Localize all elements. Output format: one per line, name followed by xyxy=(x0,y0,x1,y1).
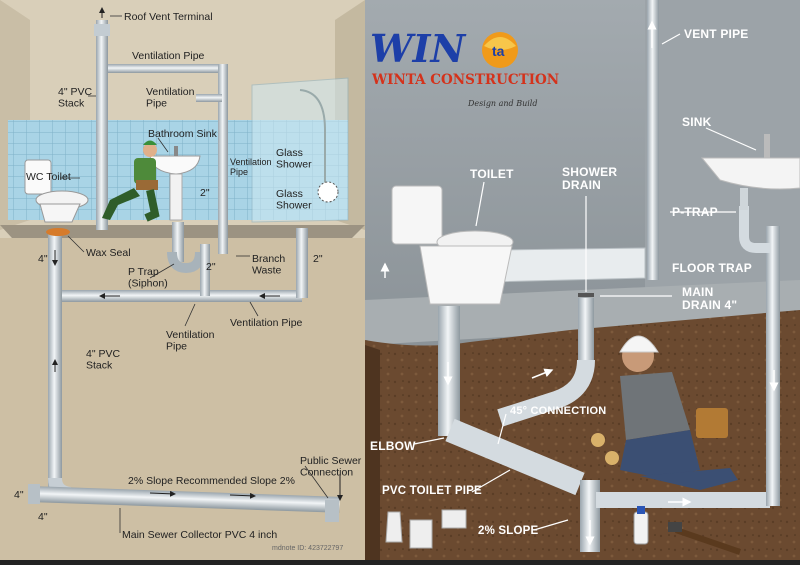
shower-head-pipe xyxy=(299,89,326,190)
tools xyxy=(385,506,741,555)
ventilation-pipe-side xyxy=(218,64,228,254)
label-wc-toilet: WC Toilet xyxy=(26,171,71,183)
label-sink: SINK xyxy=(682,115,712,129)
label-size-4-bottom-a: 4" xyxy=(14,489,24,501)
label-size-2c: 2" xyxy=(313,253,323,265)
label-size-4-bottom-b: 4" xyxy=(38,511,48,523)
logo-word: WIN xyxy=(370,26,466,71)
branch-waste-pipe xyxy=(62,290,302,302)
flow-arrows-right xyxy=(380,20,779,546)
label-45-connection: 45° CONNECTION xyxy=(510,405,606,417)
shower-drain-icon xyxy=(317,181,339,203)
label-pvc-toilet-pipe: PVC TOILET PIPE xyxy=(382,485,482,497)
toilet-figure-right xyxy=(391,185,514,305)
worker-figure xyxy=(591,335,738,490)
shower-drain-grate xyxy=(578,293,594,297)
p-trap-riser xyxy=(200,244,210,296)
sewer-outlet xyxy=(325,500,339,522)
shower-tray xyxy=(489,247,646,283)
label-floor-trap: FLOOR TRAP xyxy=(672,261,752,275)
label-elbow: ELBOW xyxy=(370,439,416,453)
label-toilet: TOILET xyxy=(470,167,514,181)
wc-toilet-figure xyxy=(24,159,89,223)
shower-drain-pipe xyxy=(296,228,308,298)
company-tagline: Design and Build xyxy=(467,99,537,108)
trench-wall-left xyxy=(365,345,380,560)
bathroom-sink-figure xyxy=(149,146,201,221)
label-bathroom-sink: Bathroom Sink xyxy=(148,128,218,140)
label-p-trap: P Trap(Siphon) xyxy=(128,266,168,290)
label-ventilation-pipe-top: Ventilation Pipe xyxy=(132,50,205,62)
vent-pipe-right xyxy=(647,0,659,280)
p-trap-pipe xyxy=(167,251,205,274)
label-wax-seal: Wax Seal xyxy=(86,247,131,259)
label-vent-pipe: VENT PIPE xyxy=(684,27,748,41)
label-slope: 2% Slope Recommended Slope 2% xyxy=(128,475,295,487)
vent-stack-pipe xyxy=(96,20,108,230)
logo-petal-icon xyxy=(484,37,516,50)
label-ventilation-pipe-right: Ventilation Pipe xyxy=(230,317,303,329)
roof-vent-cap xyxy=(94,24,110,36)
leader-lines xyxy=(60,15,329,533)
label-size-4-left: 4" xyxy=(38,253,48,265)
right-panel: WIN ta WINTA CONSTRUCTION Design and Bui… xyxy=(365,0,800,560)
label-roof-vent: Roof Vent Terminal xyxy=(124,11,213,23)
flow-arrows xyxy=(52,7,343,501)
brand-logo: WIN ta WINTA CONSTRUCTION Design and Bui… xyxy=(370,26,559,108)
ventilation-pipe-branch xyxy=(196,94,222,102)
label-size-2b: 2" xyxy=(206,261,216,273)
wax-seal-ring xyxy=(46,228,70,236)
main-sewer-collector xyxy=(29,486,340,513)
watermark-text: mdnote ID: 423722797 xyxy=(272,545,343,552)
plumber-figure xyxy=(102,140,160,222)
logo-suffix: ta xyxy=(492,43,505,59)
ventilation-pipe-top xyxy=(108,64,224,73)
label-2-slope: 2% SLOPE xyxy=(478,525,539,537)
leader-lines-right xyxy=(413,33,757,531)
sewer-cap xyxy=(28,484,40,504)
company-name: WINTA CONSTRUCTION xyxy=(371,72,559,88)
label-size-2a: 2" xyxy=(200,187,210,199)
left-panel: Roof Vent Terminal Ventilation Pipe 4" P… xyxy=(0,0,393,560)
label-main-sewer: Main Sewer Collector PVC 4 inch xyxy=(122,529,277,541)
label-p-trap-right: P-TRAP xyxy=(672,205,718,219)
